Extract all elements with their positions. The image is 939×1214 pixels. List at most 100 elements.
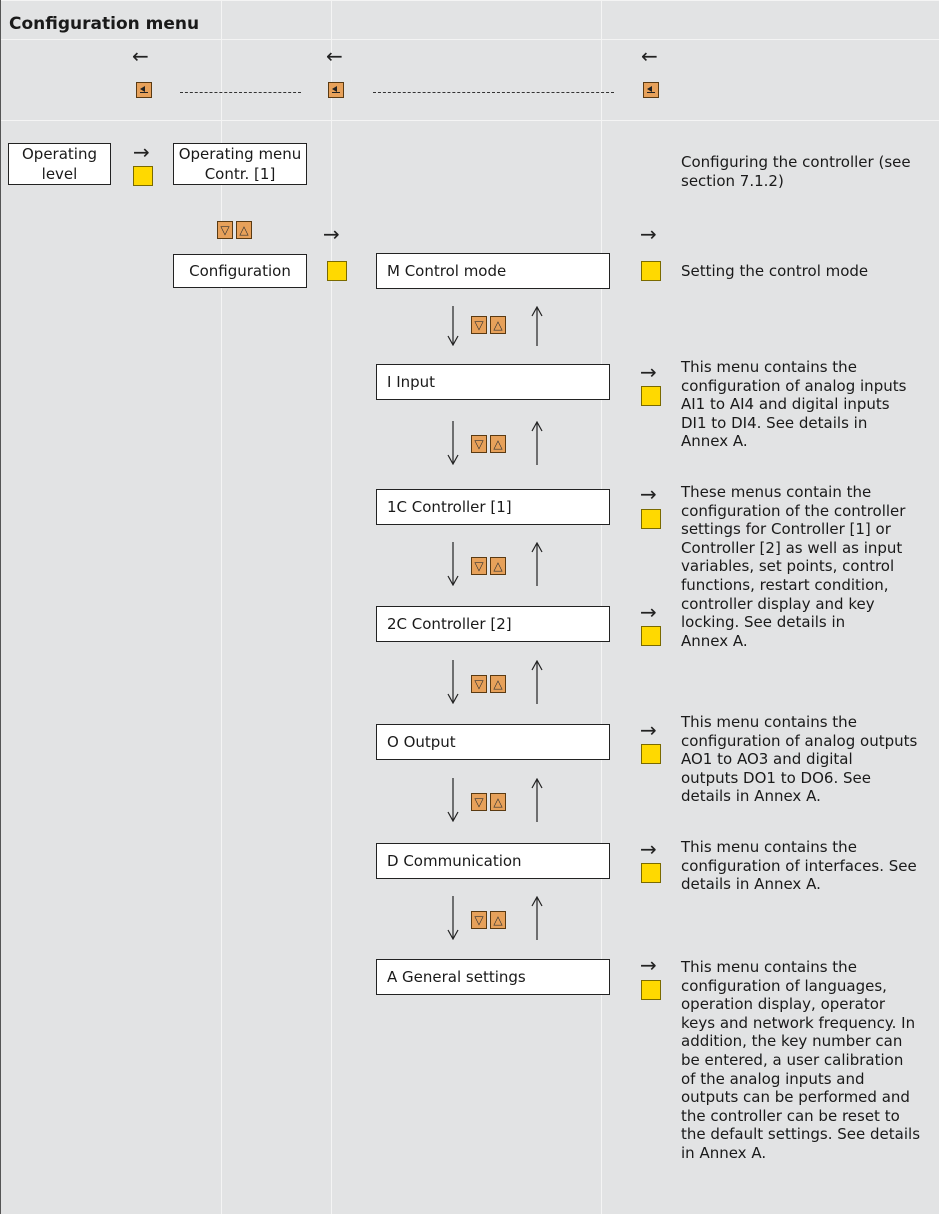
description-line: addition, the key number can (681, 1032, 903, 1051)
left-arrow: ← (641, 44, 658, 68)
escape-key-icon[interactable] (136, 82, 152, 98)
description-line: operation display, operator (681, 995, 886, 1014)
description-line: keys and network frequency. In (681, 1013, 916, 1032)
menu-communication[interactable]: D Communication (376, 843, 610, 879)
down-key-icon[interactable]: ▽ (471, 557, 487, 575)
description-line: Controller [2] as well as input (681, 538, 903, 557)
grid-line (331, 0, 332, 1214)
up-down-keys[interactable]: ▽ △ (471, 435, 506, 453)
menu-label: D Communication (387, 852, 522, 870)
description-line: This menu contains the (681, 713, 857, 731)
dashed-connector (373, 92, 614, 93)
up-key-icon[interactable]: △ (490, 793, 506, 811)
ok-key-icon[interactable] (133, 166, 153, 186)
right-arrow: → (640, 718, 657, 742)
menu-label: O Output (387, 733, 456, 751)
down-arrow-icon (447, 660, 459, 704)
escape-key-icon[interactable] (643, 82, 659, 98)
down-key-icon[interactable]: ▽ (471, 675, 487, 693)
description-line: the default settings. See details (681, 1125, 921, 1144)
menu-label: I Input (387, 373, 436, 391)
left-arrow: ← (326, 44, 343, 68)
operating-menu-label-2: Contr. [1] (204, 165, 276, 183)
right-arrow: → (640, 482, 657, 506)
up-key-icon[interactable]: △ (490, 316, 506, 334)
escape-key-icon[interactable] (328, 82, 344, 98)
up-key-icon[interactable]: △ (490, 675, 506, 693)
menu-label: 2C Controller [2] (387, 615, 512, 633)
operating-menu-box[interactable]: Operating menu Contr. [1] (173, 143, 307, 185)
description-communication: This menu contains the configuration of … (681, 838, 931, 894)
description-line: locking. See details in (681, 613, 846, 632)
menu-controller-2[interactable]: 2C Controller [2] (376, 606, 610, 642)
menu-general-settings[interactable]: A General settings (376, 959, 610, 995)
right-arrow: → (640, 953, 657, 977)
grid-line (1, 120, 939, 121)
up-key-icon[interactable]: △ (236, 221, 252, 239)
menu-output[interactable]: O Output (376, 724, 610, 760)
down-key-icon[interactable]: ▽ (471, 911, 487, 929)
down-key-icon[interactable]: ▽ (217, 221, 233, 239)
description-line: This menu contains the (681, 958, 857, 976)
description-line: This menu contains the (681, 838, 857, 856)
up-down-keys[interactable]: ▽ △ (471, 557, 506, 575)
description-line: of the analog inputs and (681, 1069, 865, 1088)
up-down-keys[interactable]: ▽ △ (217, 221, 252, 239)
up-down-keys[interactable]: ▽ △ (471, 911, 506, 929)
up-down-keys[interactable]: ▽ △ (471, 675, 506, 693)
ok-key-icon[interactable] (641, 509, 661, 529)
operating-level-box[interactable]: Operating level (8, 143, 111, 185)
dashed-connector (180, 92, 301, 93)
menu-control-mode[interactable]: M Control mode (376, 253, 610, 289)
menu-label: 1C Controller [1] (387, 498, 512, 516)
ok-key-icon[interactable] (327, 261, 347, 281)
description-line: Annex A. (681, 432, 748, 451)
up-key-icon[interactable]: △ (490, 911, 506, 929)
up-arrow-icon (531, 306, 543, 346)
up-down-keys[interactable]: ▽ △ (471, 316, 506, 334)
down-key-icon[interactable]: ▽ (471, 793, 487, 811)
operating-menu-label-1: Operating menu (178, 145, 302, 163)
menu-controller-1[interactable]: 1C Controller [1] (376, 489, 610, 525)
ok-key-icon[interactable] (641, 744, 661, 764)
description-line: the controller can be reset to (681, 1106, 900, 1125)
ok-key-icon[interactable] (641, 261, 661, 281)
operating-level-label-2: level (41, 165, 78, 183)
up-arrow-icon (531, 542, 543, 586)
ok-key-icon[interactable] (641, 386, 661, 406)
description-line: These menus contain the (681, 483, 872, 501)
ok-key-icon[interactable] (641, 980, 661, 1000)
down-arrow-icon (447, 896, 459, 940)
up-arrow-icon (531, 421, 543, 465)
description-line: settings for Controller [1] or (681, 520, 891, 539)
grid-line (1, 0, 939, 1)
menu-input[interactable]: I Input (376, 364, 610, 400)
up-key-icon[interactable]: △ (490, 557, 506, 575)
description-general-settings: This menu contains the configuration of … (681, 958, 931, 1163)
up-down-keys[interactable]: ▽ △ (471, 793, 506, 811)
description-line: Annex A. (681, 631, 748, 650)
description-line: configuration of the controller (681, 501, 906, 520)
right-arrow: → (640, 600, 657, 624)
description-line: configuration of interfaces. See (681, 856, 917, 875)
description-line: Configuring the controller (see (681, 153, 911, 171)
description-line: AI1 to AI4 and digital inputs (681, 395, 890, 414)
menu-label: A General settings (387, 968, 526, 986)
page-title: Configuration menu (9, 14, 200, 34)
up-key-icon[interactable]: △ (490, 435, 506, 453)
down-key-icon[interactable]: ▽ (471, 316, 487, 334)
ok-key-icon[interactable] (641, 626, 661, 646)
right-arrow: → (640, 360, 657, 384)
description-line: outputs DO1 to DO6. See (681, 768, 871, 787)
right-arrow: → (640, 837, 657, 861)
description-controllers: These menus contain the configuration of… (681, 483, 931, 650)
configuration-label: Configuration (189, 262, 291, 280)
down-key-icon[interactable]: ▽ (471, 435, 487, 453)
ok-key-icon[interactable] (641, 863, 661, 883)
configuration-box[interactable]: Configuration (173, 254, 307, 288)
menu-label: M Control mode (387, 262, 507, 280)
description-line: configuration of analog inputs (681, 376, 907, 395)
description-configuring: Configuring the controller (see section … (681, 153, 931, 190)
description-line: details in Annex A. (681, 875, 821, 894)
